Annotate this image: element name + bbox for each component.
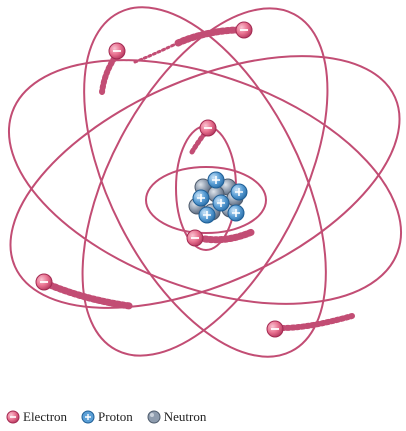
proton	[193, 190, 209, 206]
nucleus	[189, 172, 247, 223]
atom-model-diagram	[0, 0, 406, 405]
electron	[187, 230, 203, 246]
proton	[213, 195, 229, 211]
electron	[200, 120, 216, 136]
legend-label-electron: Electron	[23, 409, 67, 425]
proton	[208, 172, 224, 188]
electron	[36, 274, 52, 290]
proton	[199, 207, 215, 223]
legend-item-neutron: Neutron	[147, 409, 207, 425]
legend-item-electron: Electron	[6, 409, 67, 425]
electron	[109, 43, 125, 59]
legend-label-proton: Proton	[98, 409, 133, 425]
legend-label-neutron: Neutron	[164, 409, 207, 425]
legend: Electron Proton Neutron	[6, 408, 206, 426]
proton-plus-icon	[81, 410, 95, 424]
neutron-sphere-icon	[147, 410, 161, 424]
trail-top-right-thin	[135, 43, 178, 62]
electron	[236, 22, 252, 38]
trail-top-right	[178, 30, 240, 43]
proton	[231, 184, 247, 200]
electron	[267, 321, 283, 337]
proton	[228, 205, 244, 221]
legend-item-proton: Proton	[81, 409, 133, 425]
trail-bottom-right	[282, 316, 352, 328]
electron-minus-icon	[6, 410, 20, 424]
